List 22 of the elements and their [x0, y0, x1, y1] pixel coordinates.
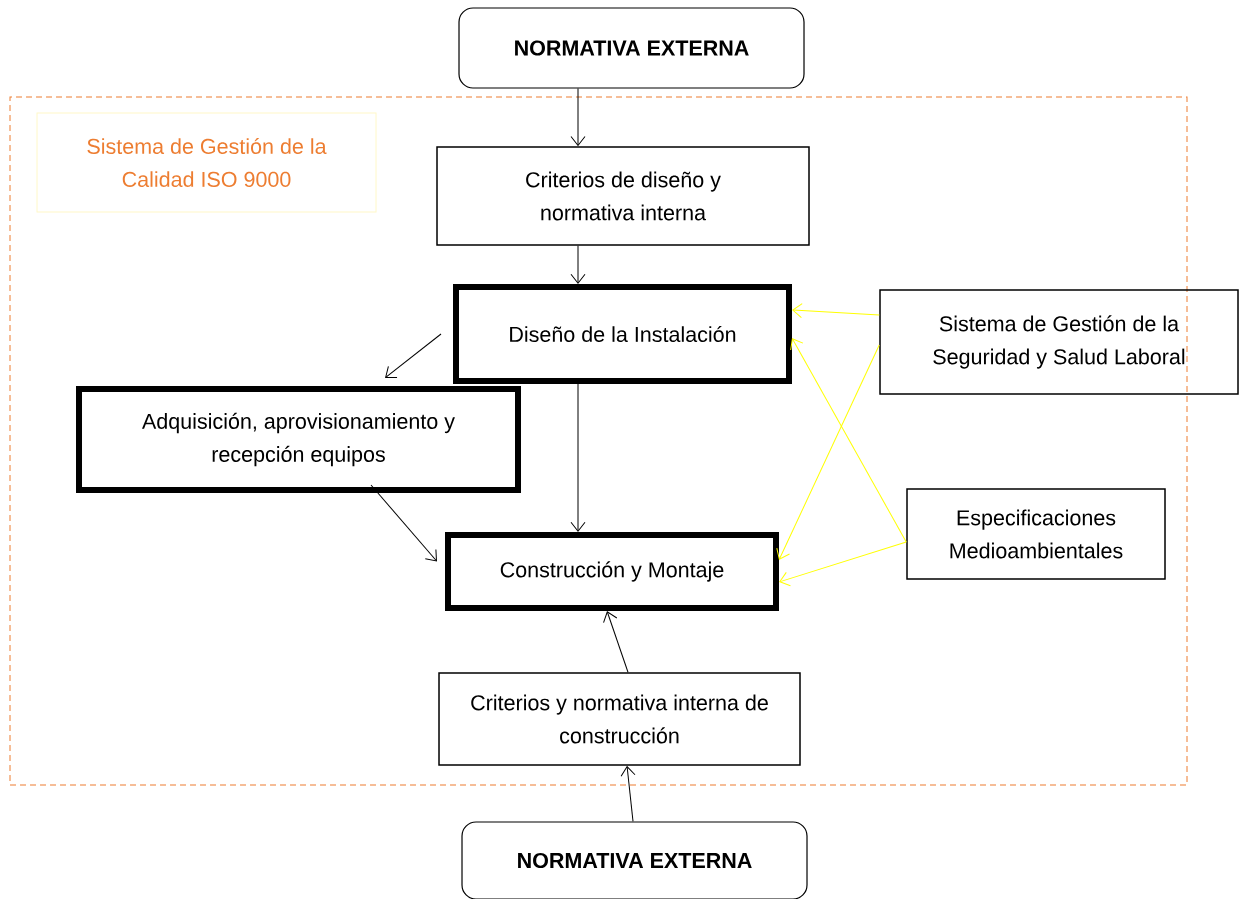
- process-box: Diseño de la Instalación: [453, 284, 792, 384]
- title-box: Sistema de Gestión de la Calidad ISO 9000: [36, 112, 377, 213]
- arrow: [385, 333, 442, 378]
- arrow: [792, 303, 880, 319]
- arrow: [370, 484, 437, 562]
- dashed-frame: [9, 96, 1188, 786]
- arrow: [570, 88, 586, 146]
- rounded-box: NORMATIVA EXTERNA: [461, 821, 808, 899]
- rounded-box: NORMATIVA EXTERNA: [458, 7, 805, 89]
- process-box: Adquisición, aprovisionamiento y recepción equipos: [76, 386, 521, 493]
- process-box: Especificaciones Medioambientales: [906, 488, 1166, 580]
- process-box: Criterios y normativa interna de construcción: [438, 672, 801, 766]
- arrow: [570, 245, 586, 284]
- process-box: Criterios de diseño y normativa interna: [436, 146, 810, 246]
- arrow: [779, 541, 907, 587]
- arrow: [603, 611, 629, 673]
- arrow: [790, 338, 907, 543]
- process-box: Construcción y Montaje: [445, 532, 779, 611]
- process-box: Sistema de Gestión de la Seguridad y Salud Laboral: [879, 289, 1239, 395]
- arrow: [776, 344, 880, 560]
- arrow: [620, 766, 636, 822]
- arrow: [570, 383, 586, 532]
